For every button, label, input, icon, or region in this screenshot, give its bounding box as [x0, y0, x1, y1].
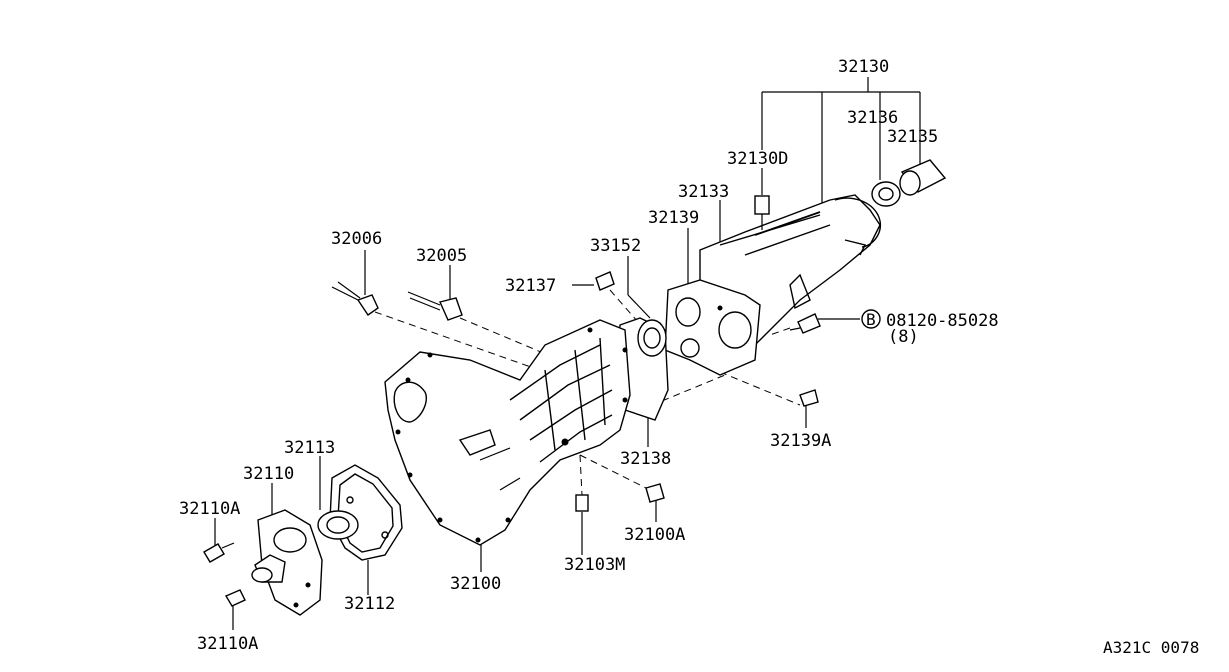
part-labels: 32130 32136 32135 32130D 32133 32139 331…	[179, 57, 1199, 657]
label-32006: 32006	[331, 229, 382, 249]
assembly-dashed-lines	[374, 289, 801, 496]
label-32137: 32137	[505, 276, 556, 296]
bolt-marker-letter: B	[866, 310, 876, 329]
label-bolt-quantity: (8)	[888, 327, 919, 347]
label-32113: 32113	[284, 438, 335, 458]
label-32110: 32110	[243, 464, 294, 484]
label-32139: 32139	[648, 208, 699, 228]
label-32139A: 32139A	[770, 431, 831, 451]
label-32135: 32135	[887, 127, 938, 147]
label-32110A-bottom: 32110A	[197, 634, 258, 654]
bolt-marker-circle	[861, 309, 881, 329]
label-32100: 32100	[450, 574, 501, 594]
label-33152: 33152	[590, 236, 641, 256]
label-32103M: 32103M	[564, 555, 625, 575]
label-32005: 32005	[416, 246, 467, 266]
label-32138: 32138	[620, 449, 671, 469]
transmission-case	[384, 319, 631, 546]
label-32130: 32130	[838, 57, 889, 77]
front-cover	[251, 509, 323, 616]
label-32100A: 32100A	[624, 525, 685, 545]
small-parts	[203, 159, 947, 607]
label-32110A-top: 32110A	[179, 499, 240, 519]
label-32130D: 32130D	[727, 149, 788, 169]
leader-lines	[214, 77, 921, 630]
label-32136: 32136	[847, 108, 898, 128]
label-32112: 32112	[344, 594, 395, 614]
label-32133: 32133	[678, 182, 729, 202]
figure-code: A321C 0078	[1103, 638, 1199, 657]
label-08120-85028: 08120-85028	[886, 311, 999, 331]
adapter-plate	[664, 279, 761, 376]
front-bearing-seal	[317, 510, 359, 540]
